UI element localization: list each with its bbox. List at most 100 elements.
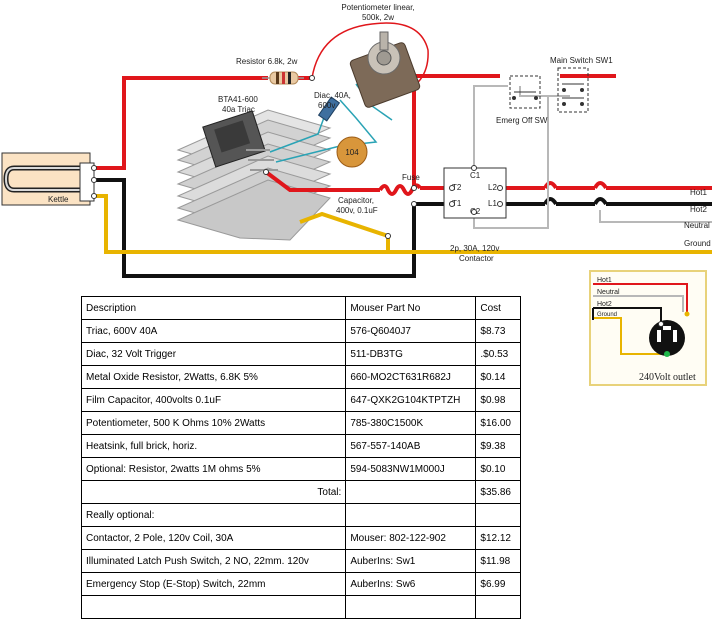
pot-label-2: 500k, 2w <box>362 13 394 22</box>
table-row: Optional: Resistor, 2watts 1M ohms 5%594… <box>80 457 521 481</box>
junction-dots <box>91 75 503 239</box>
cell-description: Contactor, 2 Pole, 120v Coil, 30A <box>80 526 347 550</box>
table-header-row: Description Mouser Part No Cost <box>80 296 521 320</box>
cell-cost: $11.98 <box>475 549 521 573</box>
kettle-label: Kettle <box>48 195 69 204</box>
contactor-label-2: Contactor <box>459 254 494 263</box>
cell-part-no: 511-DB3TG <box>345 342 477 366</box>
cell-part-no <box>345 595 477 619</box>
emerg-switch-label: Emerg Off SW <box>496 116 548 125</box>
cell-cost <box>475 503 521 527</box>
outlet-ground-label: Ground <box>597 312 617 318</box>
cell-cost: $0.10 <box>475 457 521 481</box>
diac <box>317 96 341 122</box>
hot2-label: Hot2 <box>690 205 707 214</box>
outlet-caption: 240Volt outlet <box>639 372 696 383</box>
cell-description: Heatsink, full brick, horiz. <box>80 434 347 458</box>
cell-part-no: 647-QXK2G104KTPTZH <box>345 388 477 412</box>
main-switch <box>557 67 589 113</box>
outlet-panel: Hot1 Neutral Hot2 Ground 240Volt outlet <box>589 270 707 386</box>
contactor-l2: L2 <box>488 183 497 192</box>
cell-cost <box>475 595 521 619</box>
cell-description: Diac, 32 Volt Trigger <box>80 342 347 366</box>
cell-cost: $8.73 <box>475 319 521 343</box>
cell-cost: $0.98 <box>475 388 521 412</box>
cell-description: Film Capacitor, 400volts 0.1uF <box>80 388 347 412</box>
triac-label-2: 40a Triac <box>222 105 255 114</box>
cell-description: Potentiometer, 500 K Ohms 10% 2Watts <box>80 411 347 435</box>
cell-part-no: 785-380C1500K <box>345 411 477 435</box>
cell-description: Emergency Stop (E-Stop) Switch, 22mm <box>80 572 347 596</box>
neutral-label: Neutral <box>684 221 710 230</box>
cell-cost: $6.99 <box>475 572 521 596</box>
table-row: Heatsink, full brick, horiz.567-557-140A… <box>80 434 521 458</box>
section-label: Really optional: <box>80 503 347 527</box>
pot-label-1: Potentiometer linear, <box>341 3 414 12</box>
table-row: Illuminated Latch Push Switch, 2 NO, 22m… <box>80 549 521 573</box>
contactor-l1: L1 <box>488 199 497 208</box>
table-row: Metal Oxide Resistor, 2Watts, 6.8K 5%660… <box>80 365 521 389</box>
cell-description: Illuminated Latch Push Switch, 2 NO, 22m… <box>80 549 347 573</box>
capacitor-label-2: 400v, 0.1uF <box>336 206 378 215</box>
cell-cost: .$0.53 <box>475 342 521 366</box>
cell-description <box>80 595 347 619</box>
wiring-diagram: Kettle BTA41-600 40a Triac <box>1 3 712 278</box>
capacitor: 104 <box>336 136 368 168</box>
header-cost: Cost <box>475 296 521 320</box>
diac-label-1: Diac, 40A, <box>314 91 351 100</box>
total-label: Total: <box>80 480 347 504</box>
diac-label-2: 600v <box>318 101 335 110</box>
resistor-label: Resistor 6.8k, 2w <box>236 57 298 66</box>
outlet-diagram: Hot1 Neutral Hot2 Ground 240Volt outlet <box>592 277 696 383</box>
cell-part-no: 576-Q6040J7 <box>345 319 477 343</box>
header-part-no: Mouser Part No <box>345 296 477 320</box>
cell-part-no: AuberIns: Sw6 <box>345 572 477 596</box>
potentiometer <box>349 31 421 108</box>
cell-part-no: 660-MO2CT631R682J <box>345 365 477 389</box>
capacitor-label-1: Capacitor, <box>338 196 374 205</box>
cell-part-no: 594-5083NW1M000J <box>345 457 477 481</box>
outlet-hot2-label: Hot2 <box>597 301 612 308</box>
outlet-hot1-label: Hot1 <box>597 277 612 284</box>
emergency-switch <box>509 75 541 109</box>
contactor-c1: C1 <box>470 171 481 180</box>
cell-part-no: AuberIns: Sw1 <box>345 549 477 573</box>
neutral-wires <box>473 85 712 229</box>
black-wires <box>94 178 712 278</box>
cell-description: Metal Oxide Resistor, 2Watts, 6.8K 5% <box>80 365 347 389</box>
section-row: Really optional: <box>80 503 521 527</box>
header-description: Description <box>80 296 347 320</box>
cell-cost: $16.00 <box>475 411 521 435</box>
kettle: Kettle <box>1 152 95 206</box>
cell-cost: $9.38 <box>475 434 521 458</box>
resistor <box>262 71 304 85</box>
parts-table: Description Mouser Part No Cost Triac, 6… <box>80 296 521 619</box>
fuse-label: Fuse <box>402 173 420 182</box>
ground-wires <box>94 194 712 254</box>
contactor-t1: T1 <box>452 199 462 208</box>
cell-cost: $12.12 <box>475 526 521 550</box>
contactor-label-1: 2p, 30A, 120v <box>450 244 499 253</box>
empty-row <box>80 595 521 619</box>
cell-description: Triac, 600V 40A <box>80 319 347 343</box>
main-switch-label: Main Switch SW1 <box>550 56 613 65</box>
capacitor-code: 104 <box>345 148 359 157</box>
cell-part-no <box>345 503 477 527</box>
contactor-t2: T2 <box>452 183 462 192</box>
triac-label-1: BTA41-600 <box>218 95 258 104</box>
ground-label: Ground <box>684 239 711 248</box>
cell-part-no <box>345 480 477 504</box>
hot1-label: Hot1 <box>690 188 707 197</box>
cell-description: Optional: Resistor, 2watts 1M ohms 5% <box>80 457 347 481</box>
total-cost: $35.86 <box>475 480 521 504</box>
outlet-neutral-label: Neutral <box>597 289 620 296</box>
black-wire-hops <box>543 197 608 206</box>
outlet-socket <box>649 320 685 356</box>
cell-cost: $0.14 <box>475 365 521 389</box>
total-row: Total: $35.86 <box>80 480 521 504</box>
